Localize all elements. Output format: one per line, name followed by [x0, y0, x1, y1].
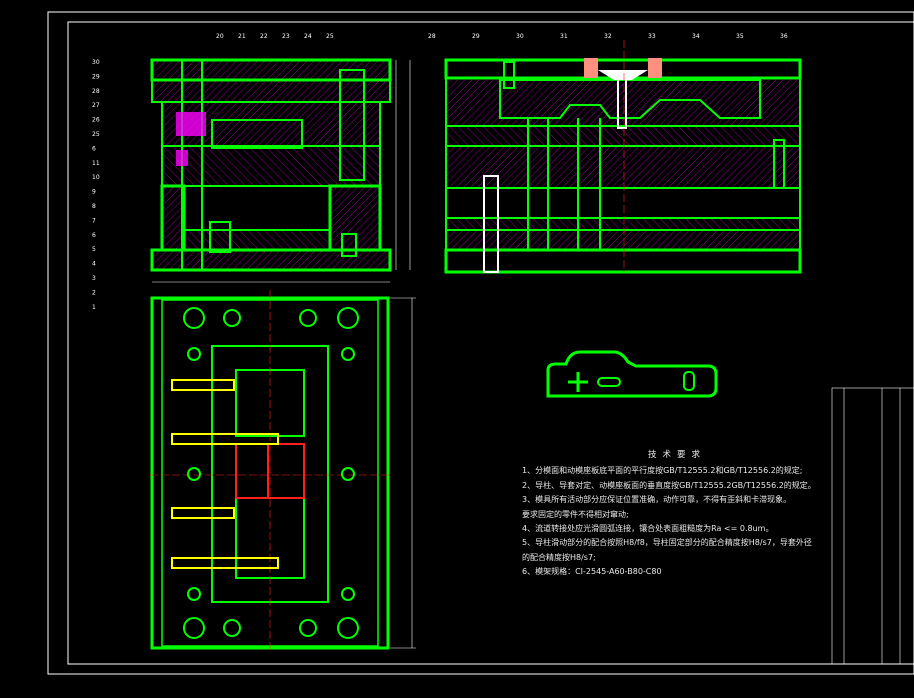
callout-label: 25	[326, 33, 334, 40]
callout-label: 25	[92, 131, 100, 138]
callout-label: 27	[92, 102, 100, 109]
note-line: 6、模架规格：CI-2545-A60-B80-C80	[522, 567, 662, 577]
plan-view	[150, 290, 416, 652]
callout-label: 28	[92, 88, 100, 95]
notes-title: 技术要求	[647, 450, 706, 460]
front-section-view	[150, 58, 411, 283]
inner-frame	[67, 21, 914, 665]
note-line: 5、导柱滑动部分的配合按照H8/f8，导柱固定部分的配合精度按H8/s7，导套外…	[522, 538, 812, 548]
callout-label: 35	[736, 33, 744, 40]
technical-requirements: 技术要求 1、分模面和动模座板底平面的平行度按GB/T12555.2和GB/T1…	[522, 448, 822, 580]
callout-label: 23	[282, 33, 290, 40]
callout-label: 10	[92, 174, 100, 181]
callout-label: 9	[92, 189, 96, 196]
callout-label: 2	[92, 289, 96, 296]
callout-label: 5	[92, 246, 96, 253]
callout-label: 3	[92, 275, 96, 282]
callout-label: 28	[428, 33, 436, 40]
callout-label: 30	[516, 33, 524, 40]
note-line: 4、流道转接处应光滑圆弧连接，镶合处表面粗糙度为Ra <= 0.8um。	[522, 524, 774, 534]
callout-label: 6	[92, 145, 96, 152]
callout-label: 24	[304, 33, 312, 40]
note-line: 2、导柱、导套对定、动模座板面的垂直度按GB/T12555.2GB/T12556…	[522, 480, 816, 490]
outer-frame	[47, 11, 914, 675]
callout-label: 7	[92, 217, 96, 224]
callout-label: 20	[216, 33, 224, 40]
callout-label: 30	[92, 59, 100, 66]
callout-label: 29	[92, 73, 100, 80]
callout-label: 4	[92, 261, 96, 268]
callout-label: 22	[260, 33, 268, 40]
callout-label: 26	[92, 117, 100, 124]
note-line: 3、模具所有活动部分应保证位置准确，动作可靠，不得有歪斜和卡滞现象。	[522, 495, 792, 505]
callout-label: 36	[780, 33, 788, 40]
note-line: 的配合精度按H8/s7;	[522, 552, 596, 562]
side-section-view	[444, 40, 802, 274]
callout-label: 11	[92, 160, 100, 167]
note-line: 1、分模面和动模座板底平面的平行度按GB/T12555.2和GB/T12556.…	[522, 466, 803, 476]
callout-label: 33	[648, 33, 656, 40]
callout-label: 34	[692, 33, 700, 40]
callout-label: 8	[92, 203, 96, 210]
part-profile	[546, 350, 718, 398]
title-block	[831, 387, 914, 665]
callout-label: 31	[560, 33, 568, 40]
callout-label: 6	[92, 232, 96, 239]
note-line: 要求固定的零件不得相对窜动;	[522, 509, 629, 519]
callout-label: 29	[472, 33, 480, 40]
callout-label: 21	[238, 33, 246, 40]
callout-label: 1	[92, 304, 96, 311]
callout-label: 32	[604, 33, 612, 40]
